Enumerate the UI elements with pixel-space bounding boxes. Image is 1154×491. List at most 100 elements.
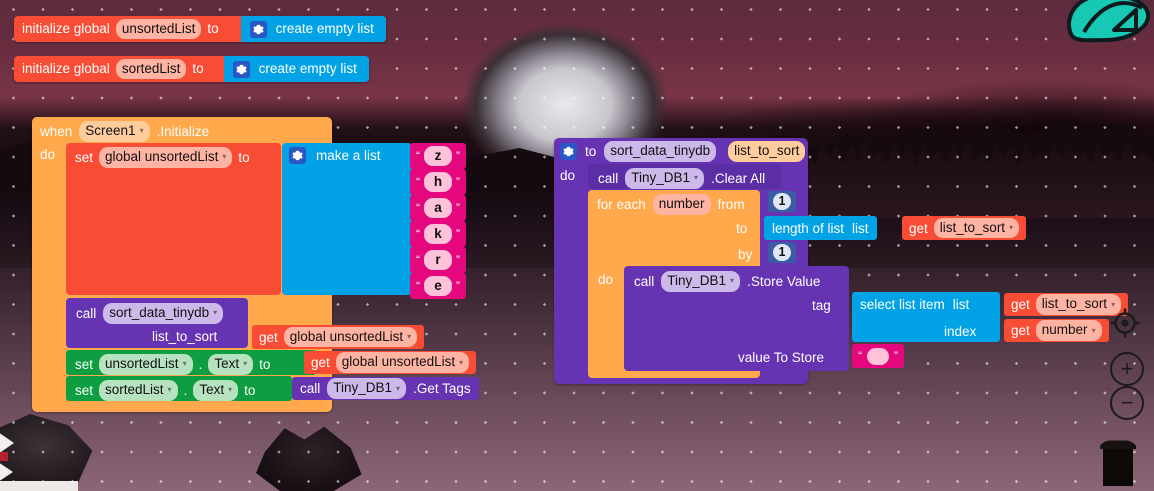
- block-text-string-1[interactable]: “ h ”: [410, 169, 466, 195]
- procedure-definition-name-field[interactable]: sort_data_tinydb: [604, 141, 717, 162]
- get-parameter-dropdown-1[interactable]: list_to_sort ▾: [933, 217, 1020, 239]
- property-dropdown-text-1[interactable]: Text ▾: [208, 354, 254, 375]
- zoom-out-label: −: [1120, 390, 1134, 415]
- background-white-strip: [0, 481, 78, 491]
- init-to-label-2: to: [192, 61, 204, 77]
- length-of-list-label: length of list: [772, 220, 845, 236]
- block-initialize-global-sorted-list[interactable]: initialize global sortedList to create e…: [14, 56, 369, 82]
- set-global-variable-dropdown[interactable]: global unsortedList ▾: [99, 147, 233, 168]
- chevron-down-icon: ▾: [243, 359, 248, 369]
- block-text-string-0[interactable]: “ z ”: [410, 143, 466, 169]
- number-value-by[interactable]: 1: [772, 243, 792, 262]
- mutator-gear-icon-2[interactable]: [232, 60, 250, 78]
- to-label-3: to: [259, 356, 271, 372]
- get-variable-dropdown[interactable]: global unsortedList ▾: [283, 326, 418, 348]
- block-initialize-global-unsorted-list[interactable]: initialize global unsortedList to create…: [14, 16, 386, 42]
- text-value-5[interactable]: e: [424, 275, 452, 297]
- loop-variable-field[interactable]: number: [652, 194, 711, 215]
- init-keyword-label-2: initialize global: [22, 61, 110, 77]
- quote-open-icon: “: [416, 227, 420, 241]
- block-get-global-unsorted-list-value[interactable]: get global unsortedList ▾: [304, 351, 477, 374]
- quote-close-icon: ”: [456, 253, 460, 267]
- chevron-down-icon: ▾: [222, 152, 227, 162]
- mutator-gear-icon-procedure[interactable]: [560, 142, 577, 160]
- block-number-from-value[interactable]: 1: [768, 191, 796, 212]
- get-tags-method-label: .Get Tags: [413, 381, 471, 396]
- set-label-2: set: [75, 356, 94, 372]
- text-value-3[interactable]: k: [424, 223, 452, 245]
- block-text-empty-string[interactable]: “ ”: [852, 344, 904, 368]
- get-parameter-dropdown-2[interactable]: list_to_sort ▾: [1035, 294, 1122, 315]
- block-get-list-to-sort-select[interactable]: get list_to_sort ▾: [1004, 293, 1129, 316]
- init-keyword-label: initialize global: [22, 21, 110, 37]
- call-label-4: call: [634, 273, 655, 289]
- dot-separator: .: [198, 356, 203, 372]
- to-label-loop: to: [736, 221, 748, 236]
- get-loop-variable-dropdown[interactable]: number ▾: [1035, 320, 1102, 341]
- chevron-down-icon: ▾: [1091, 325, 1096, 335]
- get-variable-label: global unsortedList: [289, 328, 404, 344]
- block-get-number-index[interactable]: get number ▾: [1004, 319, 1109, 342]
- get-variable-dropdown-2[interactable]: global unsortedList ▾: [335, 352, 470, 373]
- zoom-in-button[interactable]: +: [1110, 352, 1144, 386]
- text-value-4[interactable]: r: [424, 249, 452, 271]
- get-loop-variable-label: number: [1041, 322, 1088, 338]
- from-label: from: [717, 196, 745, 212]
- block-text-string-5[interactable]: “ e ”: [410, 273, 466, 299]
- property-label-text-1: Text: [214, 356, 240, 371]
- quote-open-icon: “: [858, 349, 862, 363]
- text-value-empty[interactable]: [867, 347, 889, 365]
- tinydb-component-dropdown-3[interactable]: Tiny_DB1 ▾: [661, 271, 741, 292]
- zoom-in-label: +: [1120, 356, 1134, 381]
- chevron-down-icon: ▾: [167, 385, 172, 395]
- text-value-0[interactable]: z: [424, 145, 452, 167]
- block-number-by-value[interactable]: 1: [768, 242, 796, 263]
- set-label-3: set: [75, 382, 94, 398]
- block-length-of-list[interactable]: length of list list: [764, 216, 877, 240]
- clear-all-method-label: .Clear All: [711, 170, 766, 186]
- center-blocks-icon[interactable]: [1110, 308, 1140, 338]
- block-get-list-to-sort-length[interactable]: get list_to_sort ▾: [902, 216, 1027, 240]
- text-value-1[interactable]: h: [424, 171, 452, 193]
- index-label: index: [944, 324, 977, 339]
- block-set-global-unsorted-list[interactable]: [66, 143, 281, 295]
- procedure-name-dropdown[interactable]: sort_data_tinydb ▾: [103, 303, 224, 324]
- global-name-field-unsorted[interactable]: unsortedList: [115, 18, 202, 40]
- component-dropdown-sorted-list[interactable]: sortedList ▾: [99, 380, 178, 401]
- make-a-list-label: make a list: [316, 148, 381, 163]
- component-dropdown-unsorted-list[interactable]: unsortedList ▾: [99, 354, 193, 375]
- block-create-empty-list-unsorted[interactable]: create empty list: [240, 16, 386, 42]
- get-label-3: get: [909, 220, 928, 236]
- app-inventor-logo-icon: [1067, 0, 1150, 43]
- tinydb-component-dropdown-2[interactable]: Tiny_DB1 ▾: [625, 168, 705, 189]
- call-proc-arg-label: list_to_sort: [152, 329, 218, 344]
- dot-separator-2: .: [183, 382, 188, 398]
- block-get-global-unsorted-list-arg[interactable]: get global unsortedList ▾: [252, 325, 425, 349]
- tinydb-component-dropdown-1[interactable]: Tiny_DB1 ▾: [327, 378, 407, 399]
- trash-can-icon[interactable]: [1094, 440, 1142, 486]
- zoom-out-button[interactable]: −: [1110, 386, 1144, 420]
- mutator-gear-icon[interactable]: [249, 20, 267, 38]
- global-name-field-sorted[interactable]: sortedList: [115, 58, 187, 80]
- call-proc-header-row: call sort_data_tinydb ▾: [76, 303, 224, 324]
- block-call-tinydb-get-tags[interactable]: call Tiny_DB1 ▾ .Get Tags: [292, 377, 479, 400]
- mutator-gear-icon-make-list[interactable]: [289, 147, 306, 164]
- block-text-string-2[interactable]: “ a ”: [410, 195, 466, 221]
- chevron-down-icon: ▾: [213, 308, 218, 318]
- block-text-string-4[interactable]: “ r ”: [410, 247, 466, 273]
- background-red-marker: [0, 452, 8, 461]
- block-create-empty-list-sorted[interactable]: create empty list: [223, 56, 369, 82]
- block-make-a-list[interactable]: [282, 143, 412, 295]
- chevron-down-icon: ▾: [1009, 223, 1014, 232]
- get-parameter-label-2: list_to_sort: [1041, 296, 1108, 312]
- block-text-string-3[interactable]: “ k ”: [410, 221, 466, 247]
- property-dropdown-text-2[interactable]: Text ▾: [193, 380, 239, 401]
- quote-close-icon: ”: [456, 175, 460, 189]
- procedure-parameter-field[interactable]: list_to_sort: [728, 141, 806, 162]
- text-value-2[interactable]: a: [424, 197, 452, 219]
- set-label: set: [75, 149, 94, 165]
- block-select-list-item[interactable]: [852, 292, 1000, 342]
- number-value-from[interactable]: 1: [772, 192, 792, 211]
- screen-component-dropdown[interactable]: Screen1 ▾: [79, 121, 150, 142]
